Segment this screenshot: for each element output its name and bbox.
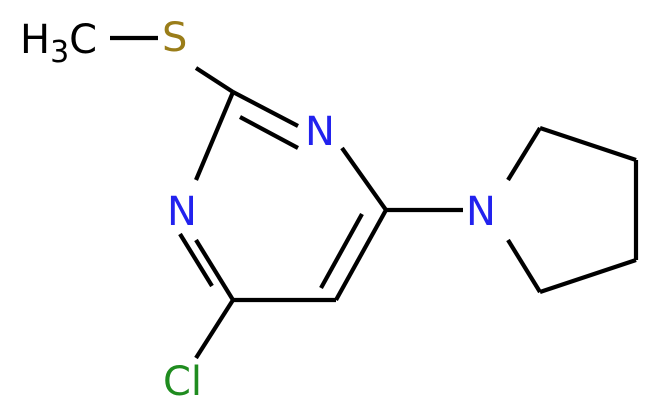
atom-labels: H3C S N N N Cl (20, 15, 496, 405)
bond-npyr-ca (506, 126, 542, 182)
sulfur-label: S (162, 15, 187, 61)
bond-cc-cd (539, 258, 637, 294)
bond-sulfur-c2 (194, 66, 235, 94)
nitrogen-pyrrolidine-label: N (466, 189, 496, 235)
bond-c6-c5 (334, 208, 388, 302)
bond-c2-n1-second (239, 115, 299, 150)
methyl-c: C (69, 17, 97, 63)
bond-c2-n1 (232, 90, 299, 128)
bond-c4-n3-second (178, 232, 214, 288)
chlorine-label: Cl (163, 359, 202, 405)
bonds (110, 35, 639, 360)
bond-n3-c2 (194, 91, 235, 181)
methyl-label: H3C (20, 17, 97, 70)
methyl-subscript: 3 (50, 35, 69, 70)
bond-c6-c5-second (319, 212, 364, 290)
nitrogen-top-label: N (305, 109, 335, 155)
bond-c4-n3 (194, 238, 235, 302)
nitrogen-left-label: N (167, 189, 197, 235)
methyl-h: H (20, 17, 50, 63)
bond-n1-c6 (340, 146, 388, 212)
bond-c4-cl (194, 298, 235, 360)
bond-ca-cb (539, 126, 637, 162)
bond-cd-npyr (506, 238, 542, 294)
